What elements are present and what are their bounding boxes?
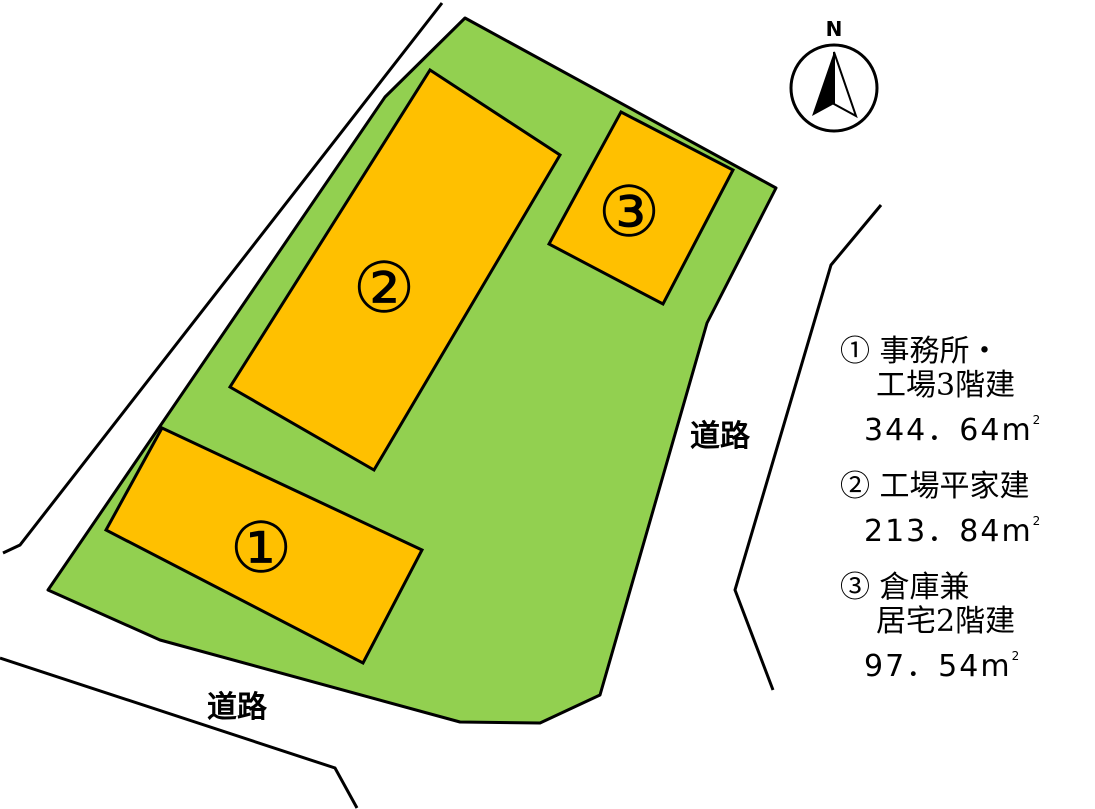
legend-name-1b: 工場3階建 (876, 368, 1016, 403)
building-2 (227, 67, 563, 473)
legend-area-3: 97．54 (864, 649, 981, 684)
legend-entry-3: ③ 倉庫兼 居宅2階建 97．54m2 (840, 571, 1090, 684)
legend-number-1: ① (840, 334, 870, 369)
legend-name-3b: 居宅2階建 (876, 604, 1016, 639)
legend-area-2: 213．84 (864, 514, 1002, 549)
building-legend: ① 事務所・ 工場3階建 344．64m2 ② 工場平家建 213．84m2 ③… (840, 335, 1090, 706)
road-edge-south (0, 656, 359, 809)
road-label-east: 道路 (690, 419, 751, 454)
legend-name-3a: 倉庫兼 (879, 570, 970, 605)
road-edge-west (2, 2, 444, 555)
legend-unit-2: m (1001, 514, 1033, 549)
legend-name-2a: 工場平家建 (879, 469, 1030, 504)
legend-number-2: ② (840, 469, 870, 504)
legend-entry-2: ② 工場平家建 213．84m2 (840, 470, 1090, 549)
building-3-number: ③ (598, 171, 661, 253)
legend-unit-sup-2: 2 (1032, 514, 1043, 528)
road-edge-east (733, 204, 883, 691)
legend-unit-sup-3: 2 (1011, 649, 1022, 663)
building-3 (546, 109, 736, 307)
legend-unit-sup-1: 2 (1032, 413, 1043, 427)
legend-entry-1: ① 事務所・ 工場3階建 344．64m2 (840, 335, 1090, 448)
legend-number-3: ③ (840, 570, 870, 605)
building-1 (103, 426, 425, 666)
building-2-number: ② (353, 247, 416, 329)
road-label-south: 道路 (207, 690, 268, 725)
legend-unit-1: m (1001, 413, 1033, 448)
building-1-number: ① (230, 507, 293, 589)
legend-unit-3: m (980, 649, 1012, 684)
north-label: N (826, 17, 843, 41)
legend-area-1: 344．64 (864, 413, 1002, 448)
legend-name-1a: 事務所・ (879, 334, 1000, 369)
north-arrow-icon: N (789, 17, 879, 133)
